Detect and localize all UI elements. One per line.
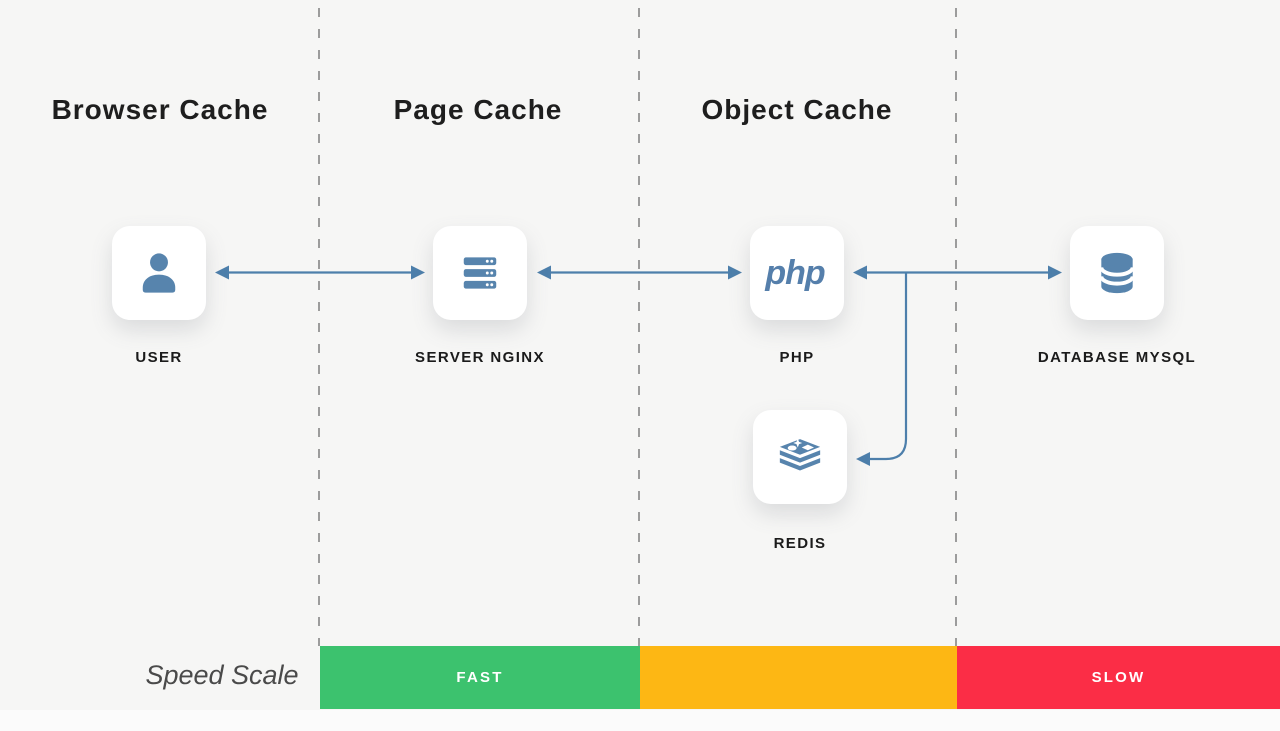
section-title-object-cache: Object Cache — [701, 94, 893, 125]
arrow-user-server — [215, 265, 425, 280]
arrow-php-mysql — [853, 265, 1062, 280]
node-label-user: USER — [135, 349, 183, 366]
node-label-php: PHP — [779, 349, 815, 366]
speed-segment-fast: FAST — [320, 646, 640, 709]
node-mysql — [1070, 226, 1164, 320]
php-logo: php — [765, 253, 825, 292]
speed-scale-bar: FAST SLOW — [320, 646, 1280, 709]
dashed-separator-1 — [318, 8, 320, 646]
dashed-separator-3 — [955, 8, 957, 646]
node-label-mysql: DATABASE MYSQL — [1037, 349, 1197, 366]
bottom-strip — [0, 710, 1280, 731]
node-server — [433, 226, 527, 320]
arrow-branch-redis — [856, 273, 908, 466]
node-label-server: SERVER NGINX — [415, 349, 545, 366]
section-title-page-cache: Page Cache — [393, 94, 563, 125]
node-user — [112, 226, 206, 320]
speed-scale-label: Speed Scale — [145, 660, 299, 690]
node-php: php — [750, 226, 844, 320]
user-icon — [142, 253, 176, 293]
node-redis — [753, 410, 847, 504]
speed-segment-slow: SLOW — [957, 646, 1280, 709]
node-label-redis: REDIS — [773, 535, 827, 552]
server-icon — [463, 257, 497, 289]
speed-segment-fast-label: FAST — [456, 669, 504, 686]
redis-icon — [779, 438, 821, 471]
dashed-separator-2 — [638, 8, 640, 646]
section-title-browser-cache: Browser Cache — [51, 94, 269, 125]
speed-segment-medium — [640, 646, 957, 709]
speed-segment-slow-label: SLOW — [1091, 669, 1146, 686]
database-icon — [1099, 252, 1135, 294]
